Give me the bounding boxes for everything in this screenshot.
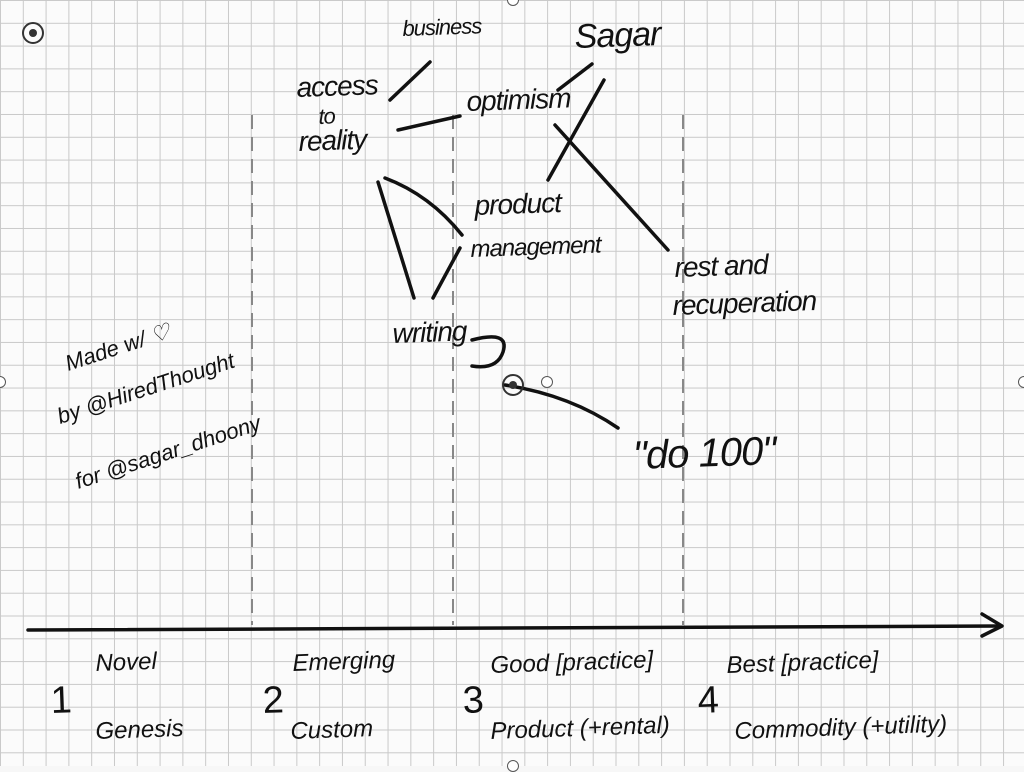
- stage-number-4: 4: [697, 679, 720, 722]
- link-reality-writing: [376, 180, 416, 300]
- node-business: business: [402, 13, 482, 41]
- link-writing-product: [431, 246, 462, 300]
- link-optimism-sagar: [556, 62, 594, 92]
- stage-bottom-1: Genesis: [95, 714, 184, 745]
- node-access: access: [296, 69, 379, 103]
- node-writing: writing: [392, 315, 467, 349]
- node-product: product: [474, 186, 562, 221]
- stage-top-1: Novel: [95, 647, 158, 677]
- node-do100: "do 100": [632, 429, 777, 478]
- link-sagar-product: [546, 78, 606, 182]
- link-access-business: [388, 60, 432, 102]
- stage-top-4: Best [practice]: [726, 646, 879, 679]
- evolution-axis-arrowhead: [980, 612, 1004, 638]
- link-access-optimism: [396, 114, 462, 132]
- stage-top-3: Good [practice]: [490, 646, 654, 679]
- node-recuperation: recuperation: [672, 284, 817, 321]
- node-rest: rest and: [674, 248, 769, 283]
- stage-number-2: 2: [262, 679, 285, 722]
- lasso-handle[interactable]: [541, 376, 553, 388]
- evolution-axis: [26, 624, 1002, 632]
- resize-handle-right[interactable]: [1018, 376, 1024, 388]
- node-sagar: Sagar: [574, 15, 662, 56]
- link-writing-do100: [503, 383, 620, 430]
- node-optimism: optimism: [466, 82, 572, 117]
- lasso-anchor-icon[interactable]: [502, 374, 524, 396]
- selection-target-icon[interactable]: [22, 22, 44, 44]
- stage-number-1: 1: [50, 679, 73, 722]
- stage-bottom-2: Custom: [290, 715, 374, 745]
- stage-top-2: Emerging: [292, 646, 396, 677]
- stage-number-3: 3: [462, 679, 485, 722]
- link-writing-loop: [470, 335, 506, 369]
- link-optimism-rest: [553, 123, 670, 252]
- node-reality: reality: [298, 123, 367, 157]
- node-management: management: [470, 231, 601, 263]
- resize-handle-bottom[interactable]: [507, 760, 519, 772]
- link-reality-product: [383, 176, 464, 237]
